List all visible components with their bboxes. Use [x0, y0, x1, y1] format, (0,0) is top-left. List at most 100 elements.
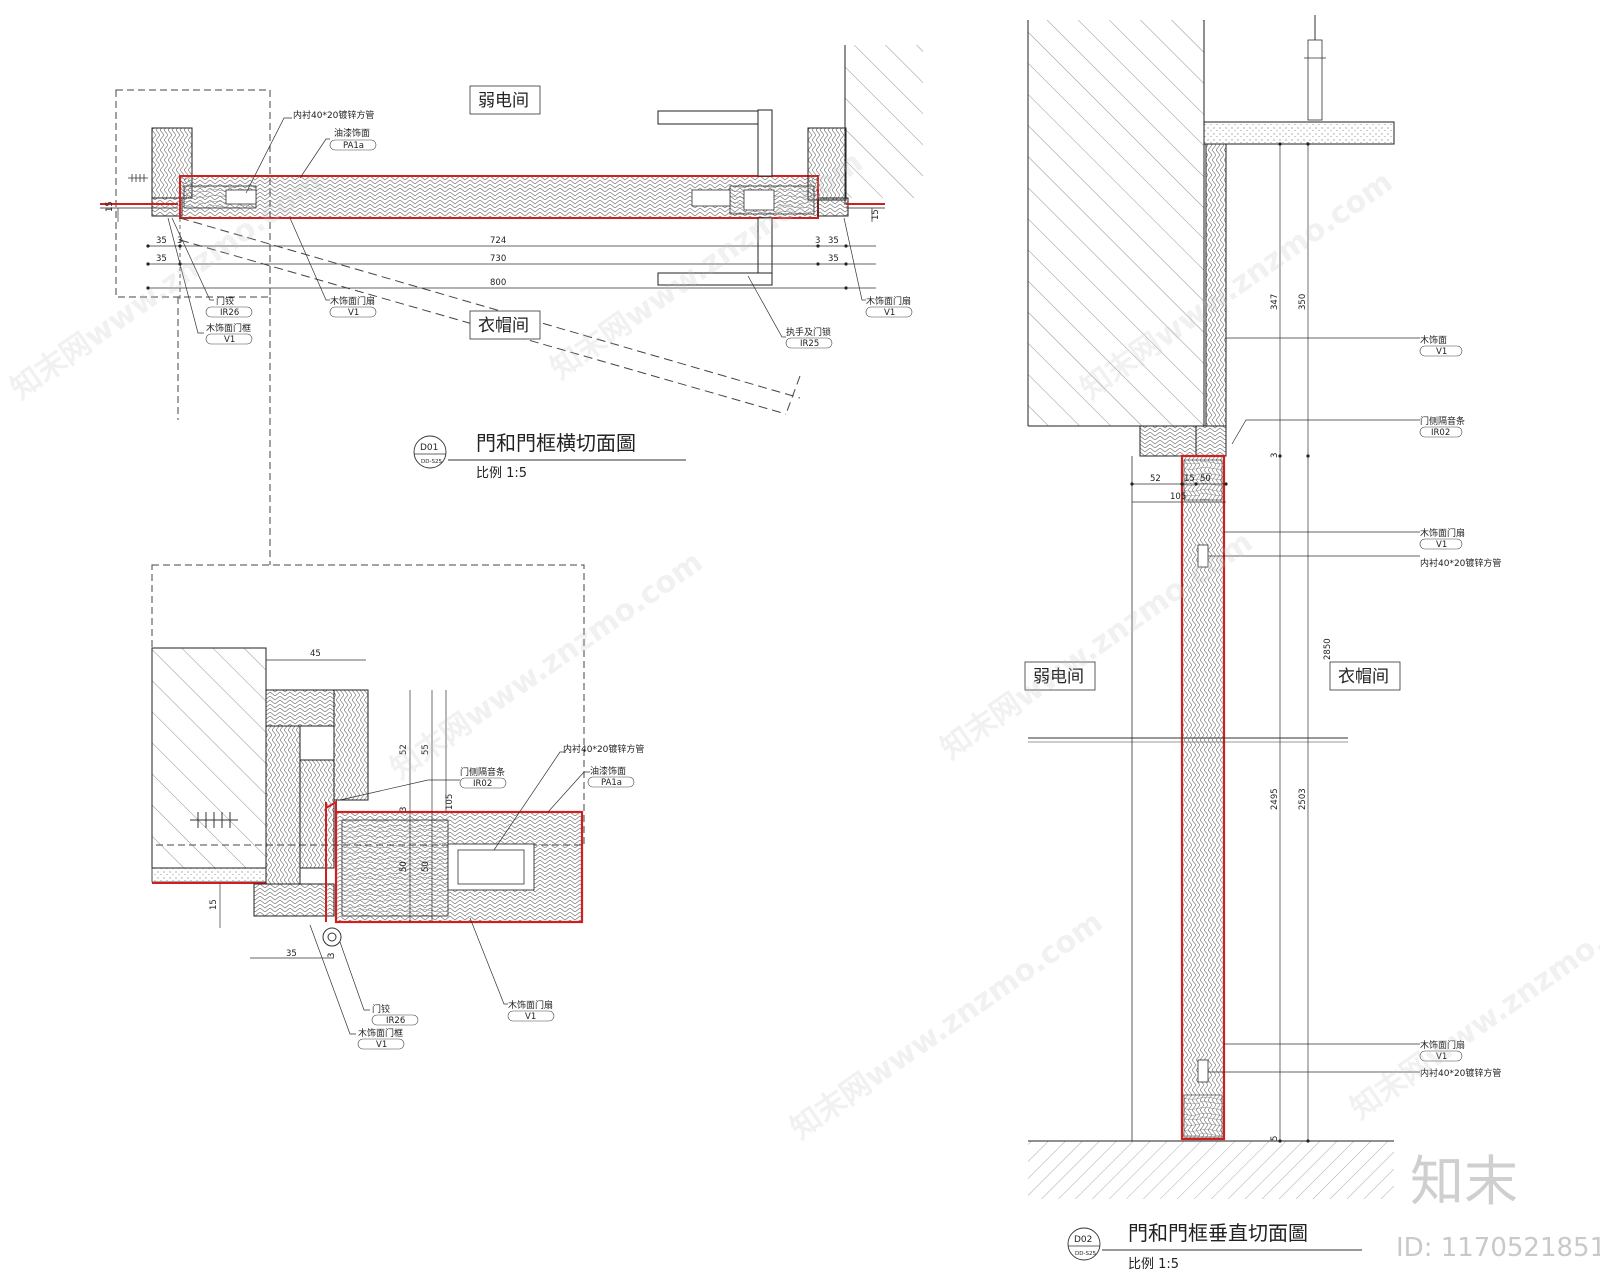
d02-annotation-5: 内衬40*20镀锌方管: [1420, 1067, 1501, 1079]
dim-d02-50: 50: [1200, 474, 1211, 484]
dim-d02-347: 347: [1270, 294, 1280, 310]
svg-text:弱电间: 弱电间: [478, 91, 529, 111]
hinge-detail: [322, 927, 342, 947]
svg-text:弱电间: 弱电间: [1033, 667, 1084, 687]
d01-annotation-0: 内衬40*20镀锌方管: [293, 109, 374, 121]
svg-text:DD-S25: DD-S25: [1075, 1251, 1096, 1257]
svg-text:木饰面门扇: 木饰面门扇: [330, 295, 375, 307]
dim-d02-350: 350: [1298, 294, 1308, 310]
d01-annotation-5: 木饰面门扇 V1: [865, 295, 913, 318]
svg-text:木饰面门扇: 木饰面门扇: [1420, 527, 1465, 539]
svg-text:V1: V1: [1436, 1052, 1447, 1062]
d02-annotation-1: 门侧隔音条 IR02: [1419, 415, 1465, 438]
svg-text:执手及门锁: 执手及门锁: [786, 326, 831, 338]
svg-text:V1: V1: [884, 308, 895, 318]
dim-detail-15: 15: [209, 899, 219, 910]
section-d01: 15 35 3 724 3 35 35 730 35 800 15 弱电间 衣帽…: [100, 45, 923, 565]
svg-text:木饰面门扇: 木饰面门扇: [508, 999, 553, 1011]
dim-d02-2503: 2503: [1298, 788, 1308, 810]
svg-text:木饰面门扇: 木饰面门扇: [866, 295, 911, 307]
svg-text:油漆饰面: 油漆饰面: [334, 127, 370, 139]
d02-title-block: D02 DD-S25 門和門框垂直切面圖 比例 1:5: [1067, 1221, 1362, 1272]
svg-text:V1: V1: [224, 335, 235, 345]
d01-annotation-1: 油漆饰面 PA1a: [329, 127, 377, 151]
svg-text:木饰面门扇: 木饰面门扇: [1420, 1039, 1465, 1051]
detail-enlarged: 45 52 55 105 3 50 50 15 35 3 内衬40*20镀锌方管…: [151, 564, 644, 1050]
svg-text:内衬40*20镀锌方管: 内衬40*20镀锌方管: [563, 743, 644, 755]
dim-d01-800: 800: [490, 278, 506, 288]
detail-annotation-1: 门侧隔音条 IR02: [459, 766, 507, 789]
svg-text:衣帽间: 衣帽间: [1338, 667, 1389, 687]
d01-title: 門和門框横切面圖: [476, 431, 636, 455]
svg-text:D02: D02: [1074, 1235, 1092, 1245]
d01-leaders: [167, 117, 866, 338]
door-handle-horizontal: [657, 109, 773, 286]
svg-text:木饰面门框: 木饰面门框: [358, 1027, 403, 1039]
dim-d01-35d: 35: [828, 254, 839, 264]
svg-text:知末网www.znzmo.com: 知末网www.znzmo.com: [385, 545, 710, 787]
d01-annotation-3: 木饰面门框 V1: [205, 322, 253, 345]
svg-text:门侧隔音条: 门侧隔音条: [1420, 415, 1465, 427]
detail-annotation-2: 油漆饰面 PA1a: [587, 765, 635, 788]
svg-text:门铰: 门铰: [216, 295, 234, 307]
room-tag-d02-right: 衣帽间: [1329, 661, 1401, 691]
dim-d01-35c: 35: [156, 254, 167, 264]
dim-d01-15-right: 15: [871, 209, 881, 220]
dim-d02-3: 3: [1270, 453, 1280, 458]
dim-d02-2495: 2495: [1270, 788, 1280, 810]
dim-d02-52: 52: [1150, 474, 1161, 484]
svg-text:木饰面: 木饰面: [1420, 334, 1447, 346]
d01-annotation-4: 木饰面门扇 V1: [329, 295, 377, 318]
svg-text:IR26: IR26: [220, 308, 239, 318]
svg-text:衣帽间: 衣帽间: [478, 316, 529, 336]
detail-annotation-3: 木饰面门扇 V1: [507, 999, 555, 1022]
dim-detail-50b: 50: [421, 861, 431, 872]
dim-detail-45: 45: [310, 649, 321, 659]
svg-text:PA1a: PA1a: [343, 141, 364, 151]
room-tag-d01-bottom: 衣帽间: [469, 310, 541, 340]
d01-annotation-2: 门铰 IR26: [205, 295, 253, 318]
door-leaf-horizontal: [179, 175, 819, 219]
dim-d02-2850: 2850: [1323, 638, 1333, 660]
right-wall: [807, 45, 923, 217]
room-tag-d01-top: 弱电间: [469, 85, 541, 115]
dim-d01-3b: 3: [815, 236, 820, 246]
detail-annotation-4: 门铰 IR26: [371, 1003, 419, 1026]
d01-title-block: D01 DD-S25 門和門框横切面圖 比例 1:5: [413, 431, 686, 481]
svg-text:IR26: IR26: [386, 1016, 405, 1026]
dim-d01-35b: 35: [828, 236, 839, 246]
d01-annotation-6: 执手及门锁 IR25: [785, 326, 833, 349]
detail-annotation-0: 内衬40*20镀锌方管: [563, 743, 644, 755]
dim-detail-50a: 50: [399, 861, 409, 872]
svg-text:木饰面门框: 木饰面门框: [206, 322, 251, 334]
svg-text:V1: V1: [376, 1040, 387, 1050]
d02-title: 門和門框垂直切面圖: [1128, 1221, 1308, 1245]
dim-d01-724: 724: [490, 236, 506, 246]
dim-detail-105: 105: [445, 794, 455, 810]
dim-detail-3: 3: [399, 807, 409, 812]
svg-text:油漆饰面: 油漆饰面: [590, 765, 626, 777]
svg-text:V1: V1: [1436, 540, 1447, 550]
svg-text:D01: D01: [420, 443, 438, 453]
door-leaf-vertical: [1180, 454, 1226, 1141]
svg-text:知末网www.znzmo.com: 知末网www.znzmo.com: [785, 905, 1110, 1147]
svg-text:V1: V1: [1436, 347, 1447, 357]
dim-detail-55: 55: [421, 744, 431, 755]
svg-text:内衬40*20镀锌方管: 内衬40*20镀锌方管: [1420, 1067, 1501, 1079]
dim-d02-15: 15: [1184, 474, 1195, 484]
dim-d02-105: 105: [1170, 492, 1186, 502]
svg-text:知末网www.znzmo.com: 知末网www.znzmo.com: [1345, 885, 1600, 1127]
svg-text:内衬40*20镀锌方管: 内衬40*20镀锌方管: [1420, 557, 1501, 569]
watermarks: 知末网www.znzmo.com 知末网www.znzmo.com 知末网www…: [5, 145, 1600, 1147]
dim-d01-35a: 35: [156, 236, 167, 246]
d02-scale: 比例 1:5: [1128, 1257, 1179, 1272]
svg-text:DD-S25: DD-S25: [421, 459, 442, 465]
svg-text:门侧隔音条: 门侧隔音条: [460, 766, 505, 778]
id-label: ID: 1170521851: [1396, 1233, 1600, 1263]
svg-text:IR02: IR02: [1431, 428, 1450, 438]
dim-d02-5: 5: [1270, 1136, 1280, 1141]
d02-annotation-3: 内衬40*20镀锌方管: [1420, 557, 1501, 569]
dim-detail-3b: 3: [327, 953, 337, 958]
dim-detail-35: 35: [286, 949, 297, 959]
